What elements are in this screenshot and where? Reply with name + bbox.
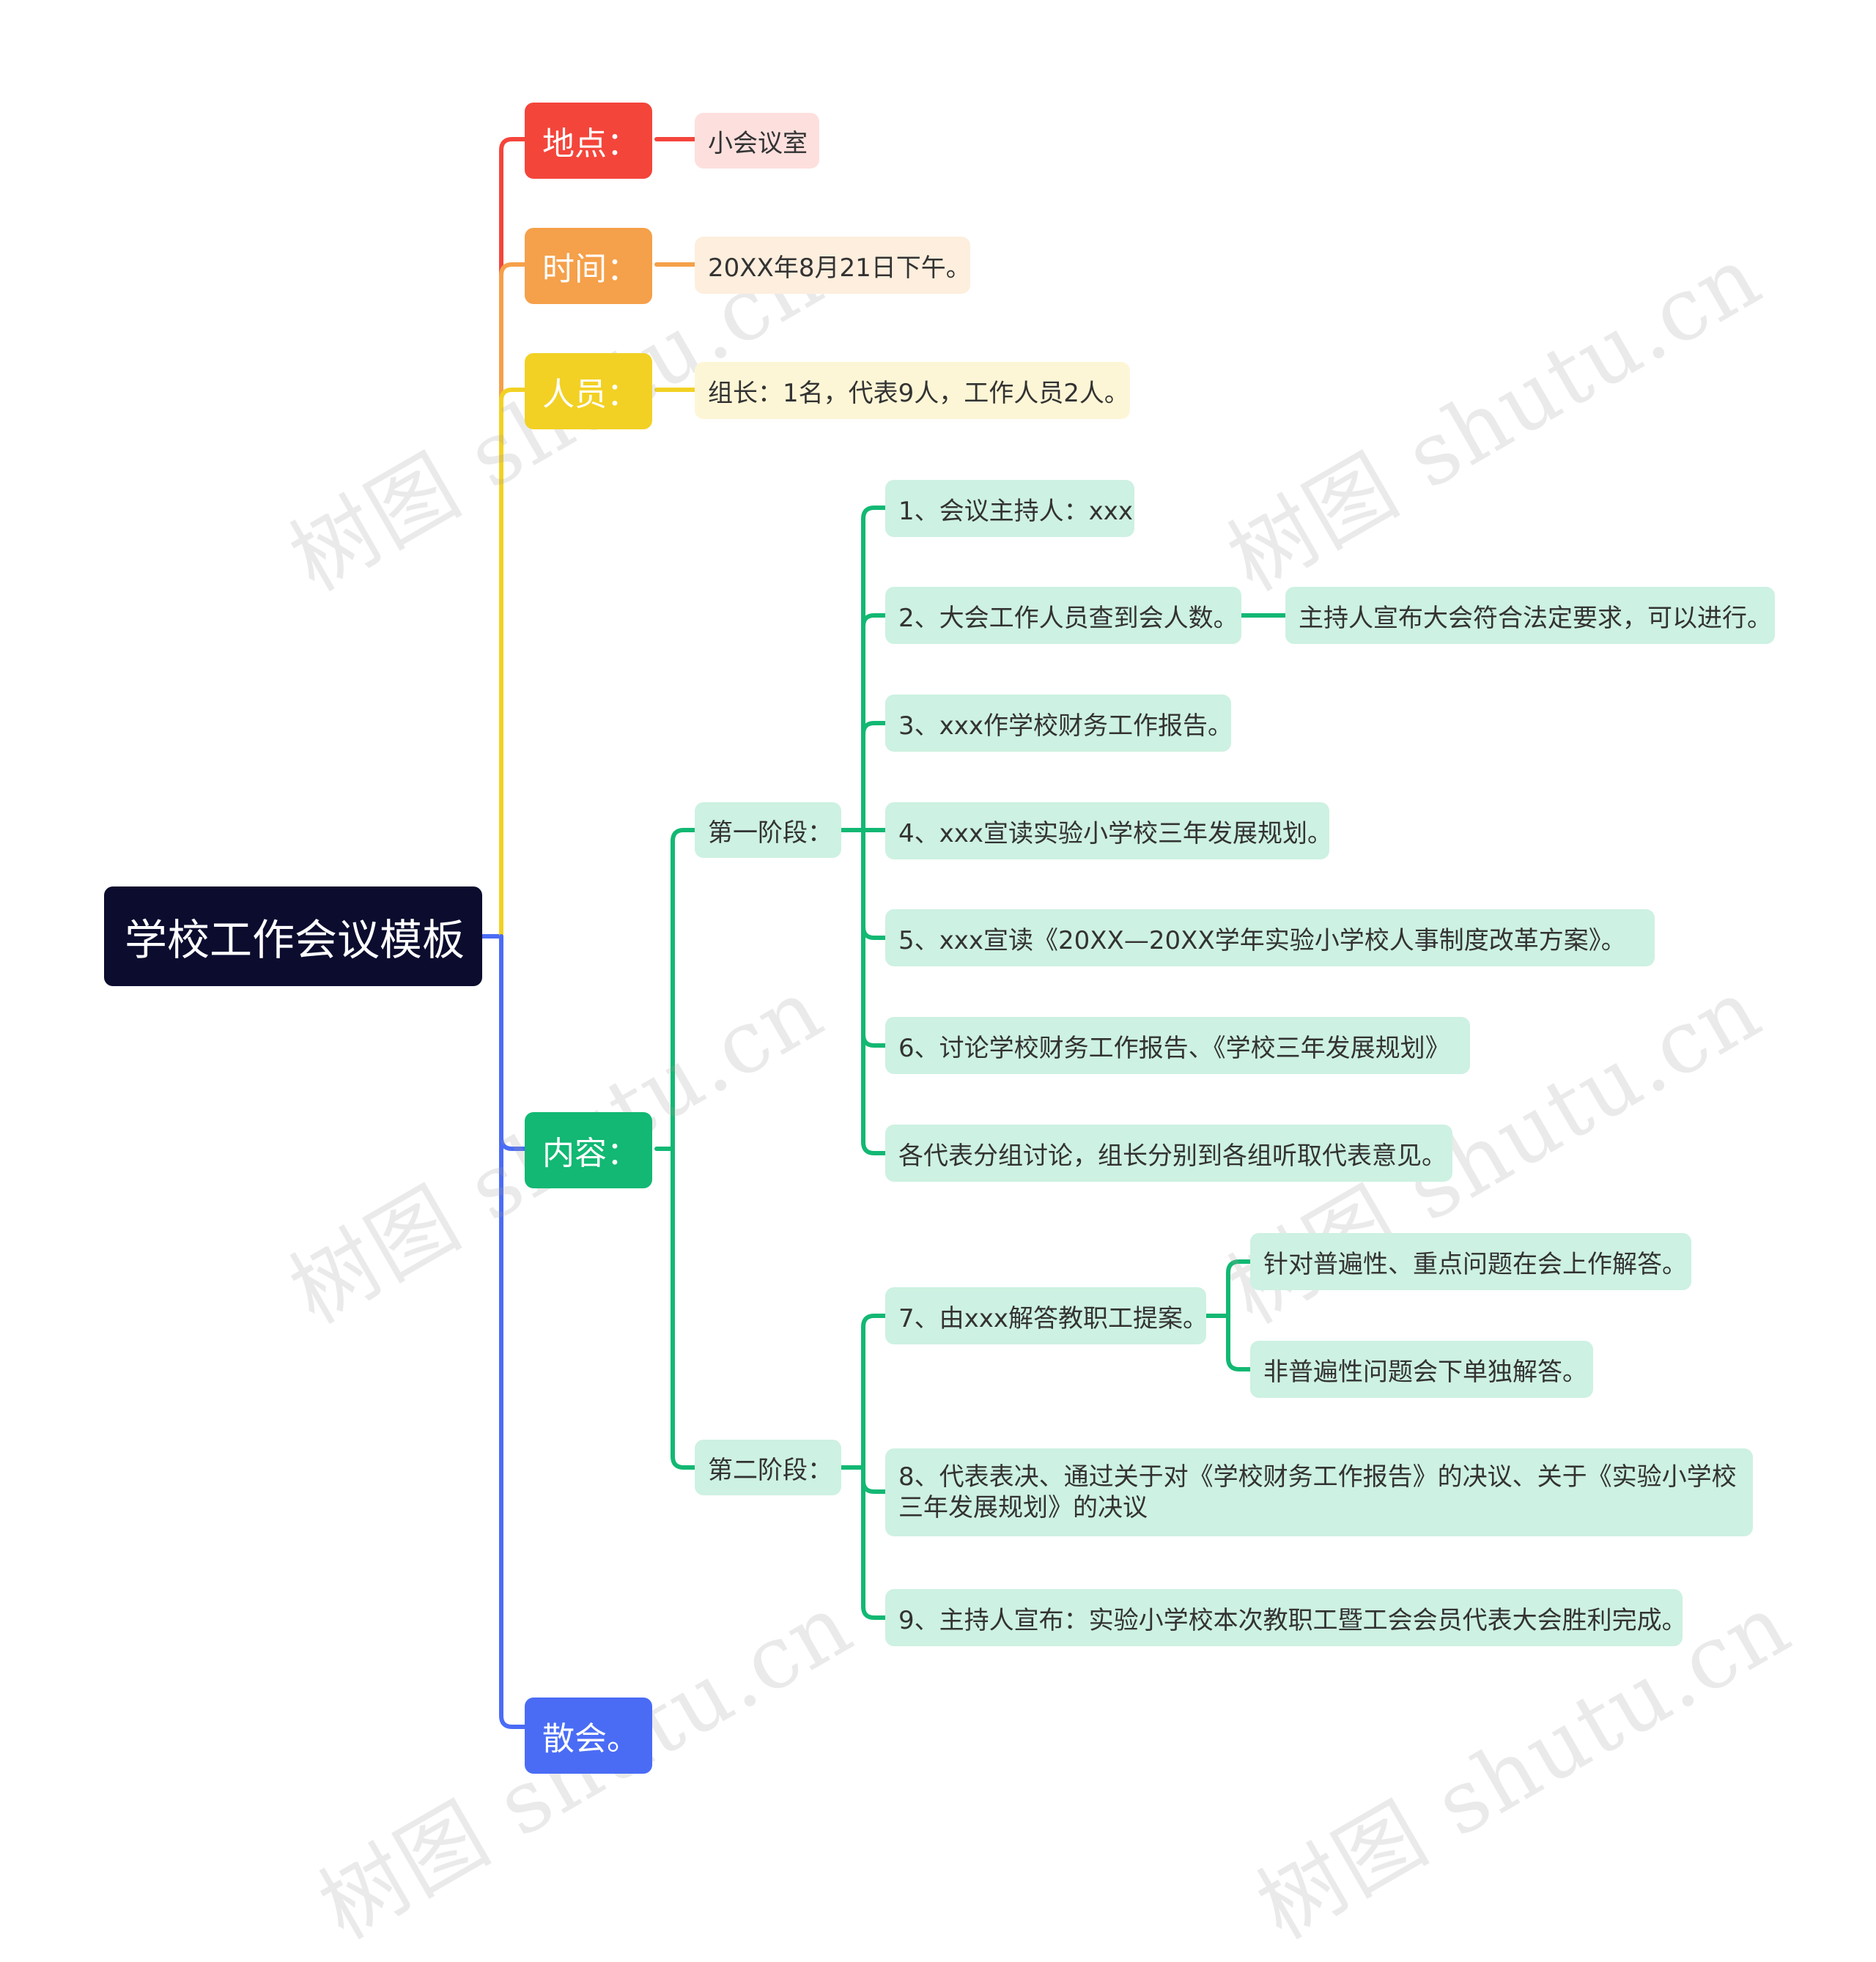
topic-place[interactable]: 地点： bbox=[525, 103, 652, 179]
stage1-item-5[interactable]: 5、xxx宣读《20XX—20XX学年实验小学校人事制度改革方案》。 bbox=[885, 909, 1655, 966]
topic-time[interactable]: 时间： bbox=[525, 228, 652, 304]
people-value[interactable]: 组长：1名，代表9人，工作人员2人。 bbox=[695, 362, 1130, 419]
stage1-topic[interactable]: 第一阶段： bbox=[695, 802, 841, 858]
stage2-item-9[interactable]: 9、主持人宣布：实验小学校本次教职工暨工会会员代表大会胜利完成。 bbox=[885, 1589, 1687, 1646]
stage2-item-8[interactable]: 8、代表表决、通过关于对《学校财务工作报告》的决议、关于《实验小学校三年发展规划… bbox=[885, 1448, 1753, 1536]
stage1-item-7[interactable]: 各代表分组讨论，组长分别到各组听取代表意见。 bbox=[885, 1125, 1452, 1182]
stage2-topic[interactable]: 第二阶段： bbox=[695, 1440, 841, 1495]
topic-people[interactable]: 人员： bbox=[525, 353, 652, 429]
stage2-item-7[interactable]: 7、由xxx解答教职工提案。 bbox=[885, 1287, 1208, 1344]
connector-lines bbox=[480, 137, 1288, 1729]
stage2-item-7-child-1[interactable]: 针对普遍性、重点问题在会上作解答。 bbox=[1250, 1233, 1691, 1290]
stage1-item-6[interactable]: 6、讨论学校财务工作报告、《学校三年发展规划》 bbox=[885, 1017, 1470, 1074]
topic-end[interactable]: 散会。 bbox=[525, 1698, 652, 1774]
stage1-item-4[interactable]: 4、xxx宣读实验小学校三年发展规划。 bbox=[885, 802, 1332, 859]
stage1-item-3[interactable]: 3、xxx作学校财务工作报告。 bbox=[885, 695, 1233, 752]
topic-content[interactable]: 内容： bbox=[525, 1112, 652, 1188]
stage1-item-2-child[interactable]: 主持人宣布大会符合法定要求，可以进行。 bbox=[1285, 587, 1775, 644]
place-value[interactable]: 小会议室 bbox=[695, 113, 819, 169]
stage1-item-2[interactable]: 2、大会工作人员查到会人数。 bbox=[885, 587, 1241, 644]
stage2-item-7-child-2[interactable]: 非普遍性问题会下单独解答。 bbox=[1250, 1341, 1593, 1398]
stage1-item-1[interactable]: 1、会议主持人：xxx bbox=[885, 480, 1134, 537]
time-value[interactable]: 20XX年8月21日下午。 bbox=[695, 237, 971, 294]
root-topic[interactable]: 学校工作会议模板 bbox=[104, 886, 482, 986]
